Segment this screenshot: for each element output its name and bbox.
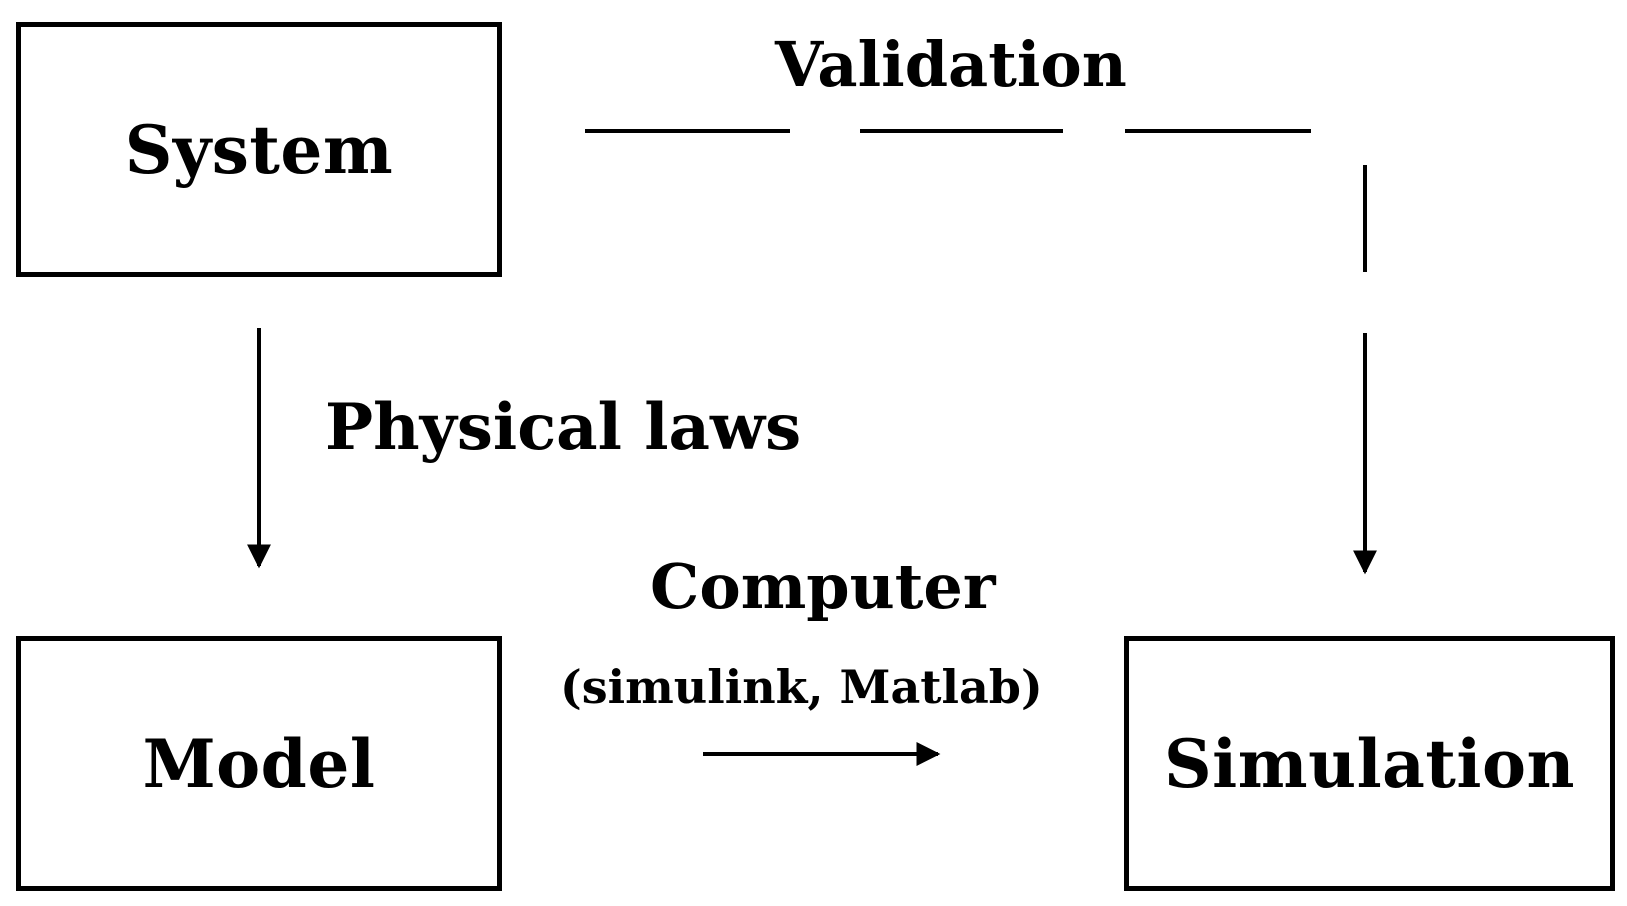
computer-label: Computer [650, 550, 996, 623]
system-label: System [124, 110, 394, 189]
model-box: Model [16, 636, 502, 891]
validation-label: Validation [775, 28, 1127, 101]
simulation-box: Simulation [1124, 636, 1615, 891]
system-box: System [16, 22, 502, 277]
model-label: Model [142, 724, 376, 803]
physical-laws-label: Physical laws [325, 390, 802, 465]
simulation-label: Simulation [1164, 724, 1575, 803]
computer-tools-label: (simulink, Matlab) [560, 660, 1043, 714]
